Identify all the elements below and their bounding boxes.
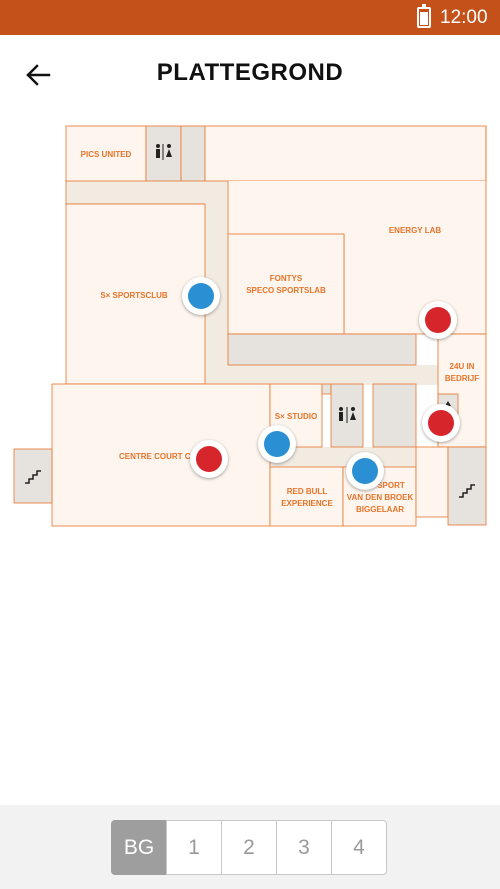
map-marker-blue[interactable] bbox=[182, 277, 220, 315]
label-sport-sub: VAN DEN BROEK bbox=[347, 493, 414, 502]
room-corner bbox=[415, 446, 449, 518]
arrow-left-icon bbox=[26, 64, 51, 86]
status-time: 12:00 bbox=[440, 7, 488, 28]
floor-tab-1[interactable]: 1 bbox=[166, 820, 222, 875]
corridor-top bbox=[65, 179, 229, 205]
restroom-icon bbox=[156, 144, 172, 160]
corridor-middle bbox=[228, 365, 438, 385]
restroom-icon bbox=[339, 407, 356, 423]
floor-plan: PICS UNITED ENERGY LAB S× SPORTSCLUB FON… bbox=[13, 125, 487, 527]
map-marker-red[interactable] bbox=[422, 404, 460, 442]
corridor-vertical bbox=[205, 180, 228, 384]
floor-tab-bg[interactable]: BG bbox=[111, 820, 167, 875]
label-red-bull: RED BULL bbox=[287, 487, 328, 496]
room-pics-united[interactable] bbox=[65, 125, 147, 182]
battery-full-icon bbox=[417, 4, 431, 28]
room-energy-lab-top bbox=[204, 125, 487, 182]
floor-tab-4[interactable]: 4 bbox=[331, 820, 387, 875]
floor-tab-2[interactable]: 2 bbox=[221, 820, 277, 875]
room-red-bull[interactable] bbox=[269, 466, 344, 527]
label-sport: SPORT bbox=[377, 481, 405, 490]
label-24u: 24U IN bbox=[450, 362, 475, 371]
floor-tabs: BG 1 2 3 4 bbox=[111, 820, 387, 875]
stairs-icon bbox=[459, 484, 475, 498]
stairs-right[interactable] bbox=[447, 446, 487, 526]
label-studio: S× STUDIO bbox=[275, 412, 317, 421]
room-service-top bbox=[180, 125, 206, 182]
label-sport-sub2: BIGGELAAR bbox=[356, 505, 404, 514]
label-fontys-sub: SPECO SPORTSLAB bbox=[246, 286, 326, 295]
label-red-bull-sub: EXPERIENCE bbox=[281, 499, 333, 508]
floor-tab-3[interactable]: 3 bbox=[276, 820, 332, 875]
label-energy-lab: ENERGY LAB bbox=[389, 226, 442, 235]
room-fontys[interactable] bbox=[227, 233, 345, 335]
stairs-icon bbox=[25, 470, 41, 484]
map-marker-blue[interactable] bbox=[346, 452, 384, 490]
map-marker-blue[interactable] bbox=[258, 425, 296, 463]
label-pics-united: PICS UNITED bbox=[81, 150, 132, 159]
status-bar: 12:00 bbox=[0, 0, 500, 35]
label-centre-court: CENTRE COURT CA bbox=[119, 452, 197, 461]
floor-selector-bar: BG 1 2 3 4 bbox=[0, 805, 500, 889]
app-bar: PLATTEGROND bbox=[0, 35, 500, 115]
map-marker-red[interactable] bbox=[190, 440, 228, 478]
room-centre-court[interactable] bbox=[51, 383, 271, 527]
room-service-small bbox=[321, 383, 332, 395]
page-title: PLATTEGROND bbox=[156, 59, 344, 86]
room-service-middle bbox=[227, 333, 417, 366]
room-service-right bbox=[372, 383, 417, 448]
floor-plan-map[interactable]: PICS UNITED ENERGY LAB S× SPORTSCLUB FON… bbox=[0, 115, 500, 805]
label-sportsclub: S× SPORTSCLUB bbox=[100, 291, 168, 300]
label-bedrijf: BEDRIJF bbox=[445, 374, 479, 383]
label-fontys: FONTYS bbox=[270, 274, 303, 283]
back-button[interactable] bbox=[20, 57, 56, 93]
map-marker-red[interactable] bbox=[419, 301, 457, 339]
